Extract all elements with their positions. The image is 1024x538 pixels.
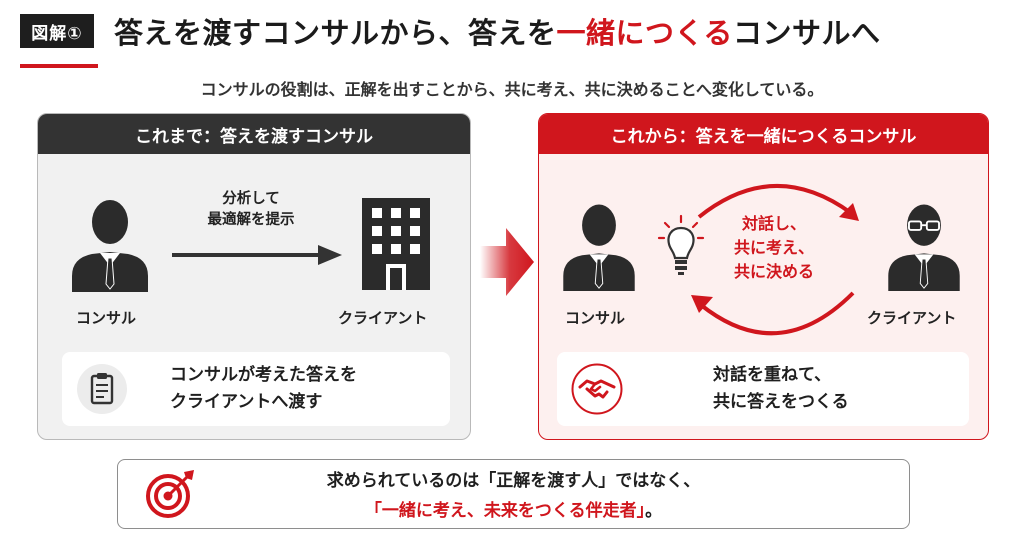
conclusion-tail: 。 (645, 501, 663, 521)
left-summary-card: コンサルが考えた答えを クライアントへ渡す (62, 352, 450, 426)
consultant-icon (563, 204, 635, 291)
lightbulb-icon (657, 214, 705, 275)
conclusion-box: 求められているのは「正解を渡す人」ではなく、 「一緒に考え、未来をつくる伴走者」… (117, 459, 910, 529)
page-title: 答えを渡すコンサルから、答えを一緒につくるコンサルへ (114, 10, 880, 52)
left-card-text: コンサルが考えた答えを クライアントへ渡す (170, 362, 357, 416)
dialogue-line1: 対話し、 (741, 214, 806, 233)
target-icon (146, 470, 194, 518)
right-panel: これから：答えを一緒につくるコンサル コンサル 対話し、 共に考え、 共に決める (538, 113, 989, 440)
conclusion-highlight: 「一緒に考え、未来をつくる伴走者」 (364, 501, 646, 521)
left-panel-heading: これまで：答えを渡すコンサル (38, 114, 470, 154)
conclusion-line1: 求められているのは「正解を渡す人」ではなく、 (326, 471, 701, 491)
title-part1: 答えを渡すコンサルから、答えを (114, 16, 557, 50)
right-card-line1: 対話を重ねて、 (713, 365, 832, 385)
dialogue-line2: 共に考え、 (733, 238, 814, 257)
dialogue-line3: 共に決める (733, 262, 814, 281)
dialogue-text: 対話し、 共に考え、 共に決める (711, 212, 837, 284)
conclusion-line2: 「一緒に考え、未来をつくる伴走者」。 (118, 496, 909, 521)
title-accent: 一緒につくる (556, 16, 733, 50)
transition-arrow-icon (480, 228, 534, 296)
clipboard-icon (77, 364, 127, 414)
left-arrow-label-line2: 最適解を提示 (207, 212, 295, 228)
right-arrow-icon (172, 245, 342, 265)
consultant-icon (72, 200, 148, 292)
cycle-arrows-icon (691, 184, 859, 336)
right-panel-heading: これから：答えを一緒につくるコンサル (539, 114, 988, 154)
left-consultant-label: コンサル (76, 309, 137, 327)
left-client-label: クライアント (338, 309, 428, 327)
right-consultant-label: コンサル (565, 309, 626, 327)
client-person-icon (888, 204, 960, 291)
badge-underline (20, 64, 98, 68)
right-summary-card: 対話を重ねて、 共に答えをつくる (557, 352, 969, 426)
title-part2: コンサルへ (732, 16, 881, 50)
right-card-line2: 共に答えをつくる (713, 392, 849, 412)
left-arrow-label-line1: 分析して (222, 191, 280, 207)
left-panel: これまで：答えを渡すコンサル コンサル 分析して 最適解を提示 クライアント (37, 113, 471, 440)
handshake-icon (571, 363, 623, 415)
right-client-label: クライアント (867, 309, 957, 327)
building-icon (362, 198, 430, 290)
page-subtitle: コンサルの役割は、正解を出すことから、共に考え、共に決めることへ変化している。 (200, 80, 824, 99)
left-arrow-label: 分析して 最適解を提示 (176, 189, 326, 231)
left-card-line2: クライアントへ渡す (170, 392, 323, 412)
figure-badge: 図解① (20, 14, 94, 48)
left-card-line1: コンサルが考えた答えを (170, 365, 357, 385)
right-card-text: 対話を重ねて、 共に答えをつくる (713, 362, 849, 416)
